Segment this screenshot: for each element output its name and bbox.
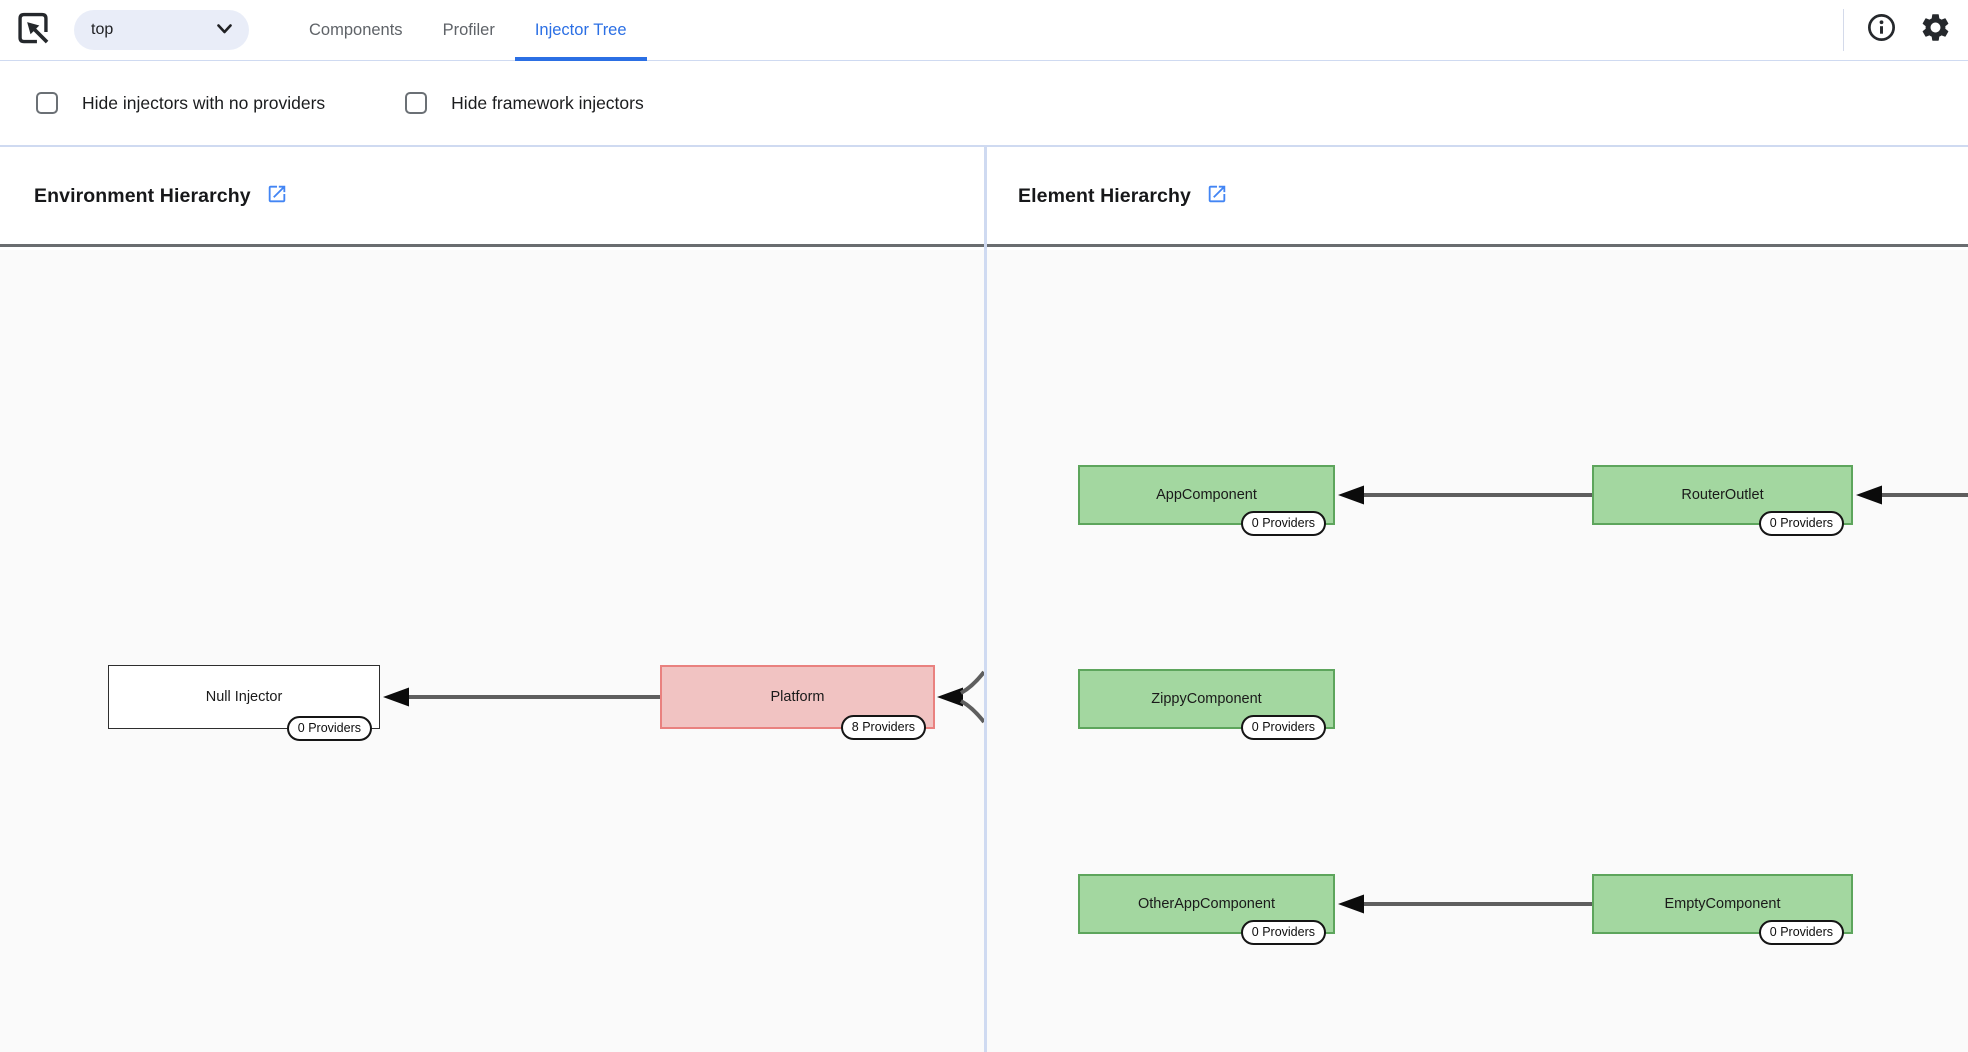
injector-node-zippycomponent[interactable]: ZippyComponent 0 Providers — [1078, 669, 1335, 740]
top-toolbar: top Components Profiler Injector Tree — [0, 0, 1968, 61]
hide-no-providers-checkbox[interactable] — [36, 92, 58, 114]
providers-badge: 0 Providers — [1758, 919, 1844, 945]
node-label: ZippyComponent — [1151, 691, 1262, 707]
injector-node-appcomponent[interactable]: AppComponent 0 Providers — [1078, 465, 1335, 536]
node-label: Platform — [770, 689, 825, 705]
panel-divider — [984, 147, 987, 1052]
node-label: AppComponent — [1156, 487, 1257, 503]
environment-edges — [383, 670, 984, 724]
filter-hide-no-providers: Hide injectors with no providers — [36, 92, 325, 114]
panel-title-text: Element Hierarchy — [1018, 185, 1191, 207]
providers-badge: 0 Providers — [1240, 510, 1326, 536]
filter-row: Hide injectors with no providers Hide fr… — [0, 61, 1968, 147]
frame-selector-dropdown[interactable]: top — [74, 10, 249, 50]
node-label: OtherAppComponent — [1137, 896, 1276, 912]
main-tabs: Components Profiler Injector Tree — [289, 0, 647, 61]
element-edges — [1338, 485, 1968, 914]
injector-node-routeroutlet[interactable]: RouterOutlet 0 Providers — [1592, 465, 1853, 536]
providers-badge: 0 Providers — [1758, 510, 1844, 536]
info-icon — [1866, 12, 1897, 48]
node-label: Null Injector — [205, 689, 283, 705]
hide-no-providers-label: Hide injectors with no providers — [82, 92, 326, 113]
element-hierarchy-title: Element Hierarchy — [1018, 149, 1228, 244]
info-button[interactable] — [1864, 13, 1898, 47]
hide-framework-checkbox[interactable] — [405, 92, 428, 114]
element-hierarchy-graph[interactable]: AppComponent 0 Providers RouterOutlet 0 … — [987, 250, 1968, 1052]
providers-badge: 8 Providers — [840, 714, 926, 740]
tab-injector-tree[interactable]: Injector Tree — [514, 0, 647, 61]
hide-framework-label: Hide framework injectors — [451, 92, 644, 113]
settings-button[interactable] — [1918, 13, 1952, 47]
inspect-element-button[interactable] — [14, 11, 52, 49]
providers-badge: 0 Providers — [1240, 919, 1326, 945]
node-label: EmptyComponent — [1664, 896, 1781, 912]
open-in-new-icon[interactable] — [266, 183, 288, 210]
panel-title-text: Environment Hierarchy — [34, 185, 251, 207]
providers-badge: 0 Providers — [1240, 714, 1326, 740]
tab-profiler[interactable]: Profiler — [442, 20, 495, 39]
chevron-down-icon — [217, 21, 232, 39]
frame-selector-value: top — [91, 21, 114, 38]
inspect-icon — [15, 10, 51, 51]
environment-hierarchy-graph[interactable]: Null Injector 0 Providers Platform 8 Pro… — [0, 250, 984, 1052]
injector-node-null-injector[interactable]: Null Injector 0 Providers — [108, 665, 380, 741]
environment-hierarchy-title: Environment Hierarchy — [34, 149, 288, 244]
gear-icon — [1919, 11, 1952, 49]
injector-node-otherappcomponent[interactable]: OtherAppComponent 0 Providers — [1078, 874, 1335, 945]
injector-node-emptycomponent[interactable]: EmptyComponent 0 Providers — [1592, 874, 1853, 945]
toolbar-right — [1842, 9, 1968, 51]
node-label: RouterOutlet — [1681, 487, 1764, 503]
injector-node-platform[interactable]: Platform 8 Providers — [660, 665, 935, 740]
toolbar-separator — [1842, 9, 1844, 51]
providers-badge: 0 Providers — [286, 715, 372, 741]
tab-components[interactable]: Components — [309, 20, 403, 39]
open-in-new-icon[interactable] — [1206, 183, 1228, 210]
filter-hide-framework: Hide framework injectors — [405, 92, 644, 114]
